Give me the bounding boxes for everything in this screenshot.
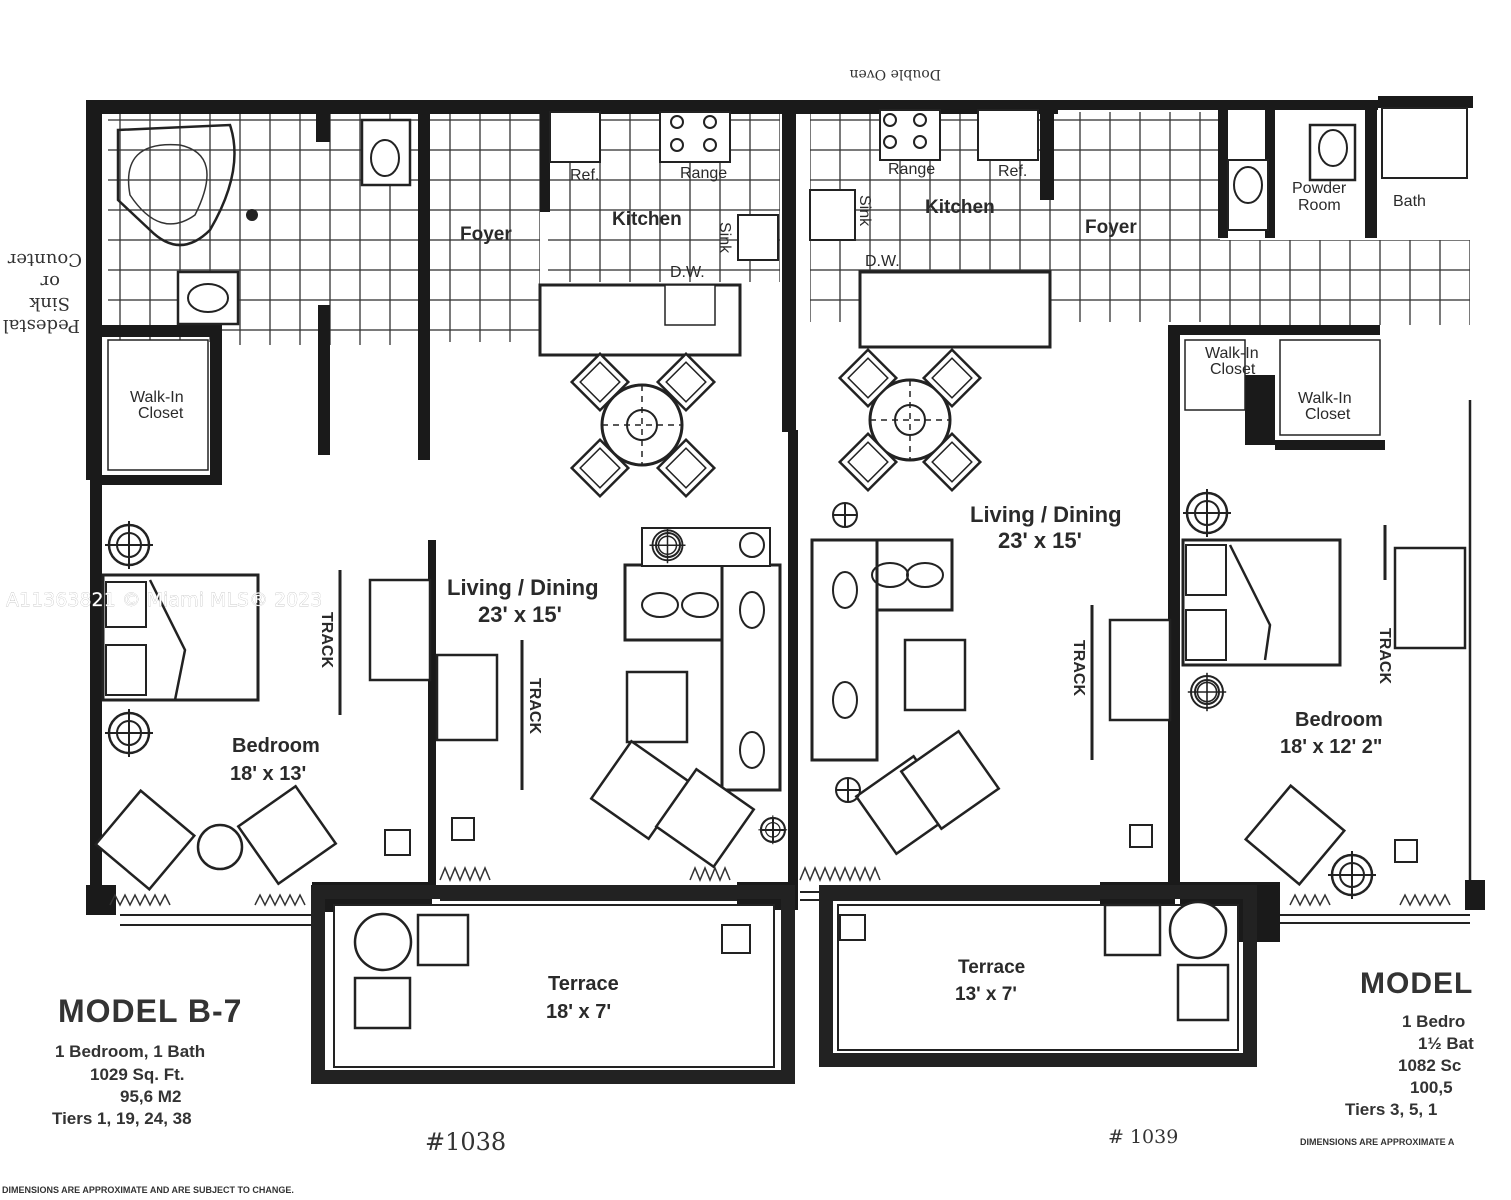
right-terrace-dims: 13' x 7' bbox=[955, 984, 1017, 1005]
right-sink-label: Sink bbox=[856, 195, 873, 227]
right-terrace-label: Terrace bbox=[958, 957, 1025, 978]
left-track-label-2: TRACK bbox=[526, 678, 543, 734]
left-model-title: MODEL B-7 bbox=[58, 993, 242, 1029]
left-terrace-label: Terrace bbox=[548, 973, 619, 995]
left-bedroom-label: Bedroom bbox=[232, 735, 320, 757]
right-disclaimer: DIMENSIONS ARE APPROXIMATE A bbox=[1300, 1137, 1455, 1147]
right-bath-label: Bath bbox=[1393, 193, 1426, 210]
right-powder-label-2: Room bbox=[1298, 197, 1341, 214]
left-ref-label: Ref. bbox=[570, 167, 599, 184]
left-closet-label-2: Closet bbox=[138, 405, 184, 422]
right-ref-label: Ref. bbox=[998, 163, 1027, 180]
left-sink-label: Sink bbox=[716, 222, 733, 254]
right-small-closet-label-1: Walk-In bbox=[1205, 345, 1259, 362]
right-powder-label-1: Powder bbox=[1292, 180, 1347, 197]
left-model-line-2: 1029 Sq. Ft. bbox=[90, 1065, 184, 1084]
foyer-tiles bbox=[1050, 112, 1220, 322]
right-double-oven-label: Double Oven bbox=[849, 66, 941, 82]
left-living-label: Living / Dining bbox=[447, 575, 599, 600]
right-kitchen-label: Kitchen bbox=[925, 197, 995, 218]
left-side-note: Pedestal Sink or Counter bbox=[3, 249, 82, 336]
side-note-line-2: Sink bbox=[28, 293, 70, 314]
left-disclaimer: DIMENSIONS ARE APPROXIMATE AND ARE SUBJE… bbox=[2, 1185, 294, 1195]
left-unit-number: #1038 bbox=[425, 1128, 506, 1156]
left-range-label: Range bbox=[680, 165, 727, 182]
right-living-label: Living / Dining bbox=[970, 502, 1122, 527]
right-small-closet-label-2: Closet bbox=[1210, 361, 1256, 378]
left-closet-label-1: Walk-In bbox=[130, 389, 184, 406]
right-track-label-2: TRACK bbox=[1376, 628, 1393, 684]
right-bedroom-dims: 18' x 12' 2" bbox=[1280, 736, 1382, 758]
side-note-line-4: Counter bbox=[7, 249, 82, 270]
right-closet-label-1: Walk-In bbox=[1298, 390, 1352, 407]
foyer-tiles bbox=[430, 112, 540, 342]
unit-right-floorplan bbox=[798, 96, 1485, 1067]
left-kitchen-label: Kitchen bbox=[612, 209, 682, 230]
right-model-title: MODEL bbox=[1360, 967, 1473, 1000]
right-bedroom-label: Bedroom bbox=[1295, 709, 1383, 731]
right-range-label: Range bbox=[888, 161, 935, 178]
right-unit-number: # 1039 bbox=[1108, 1126, 1178, 1148]
right-track-label-1: TRACK bbox=[1070, 640, 1087, 696]
right-closet-label-2: Closet bbox=[1305, 406, 1351, 423]
left-model-line-3: 95,6 M2 bbox=[120, 1087, 181, 1106]
left-living-dims: 23' x 15' bbox=[478, 602, 562, 627]
right-living-dims: 23' x 15' bbox=[998, 528, 1082, 553]
left-bedroom-dims: 18' x 13' bbox=[230, 763, 306, 785]
left-terrace-dims: 18' x 7' bbox=[546, 1001, 611, 1023]
left-model-line-4: Tiers 1, 19, 24, 38 bbox=[52, 1109, 192, 1128]
mls-watermark: A11363821 © Miami MLS® 2023 bbox=[6, 589, 322, 611]
side-note-line-1: Pedestal bbox=[3, 315, 80, 336]
right-model-line-3: 1082 Sc bbox=[1398, 1056, 1461, 1075]
left-foyer-label: Foyer bbox=[460, 224, 512, 245]
side-note-line-3: or bbox=[40, 271, 60, 292]
right-foyer-label: Foyer bbox=[1085, 217, 1137, 238]
right-model-line-4: 100,5 bbox=[1410, 1078, 1453, 1097]
right-model-line-2: 1½ Bat bbox=[1418, 1034, 1474, 1053]
right-dw-label: D.W. bbox=[865, 253, 900, 270]
unit-left-floorplan bbox=[86, 100, 798, 1084]
right-model-line-5: Tiers 3, 5, 1 bbox=[1345, 1100, 1437, 1119]
left-model-line-1: 1 Bedroom, 1 Bath bbox=[55, 1042, 205, 1061]
left-track-label-1: TRACK bbox=[318, 612, 335, 668]
left-dw-label: D.W. bbox=[670, 264, 705, 281]
right-model-line-1: 1 Bedro bbox=[1402, 1012, 1465, 1031]
